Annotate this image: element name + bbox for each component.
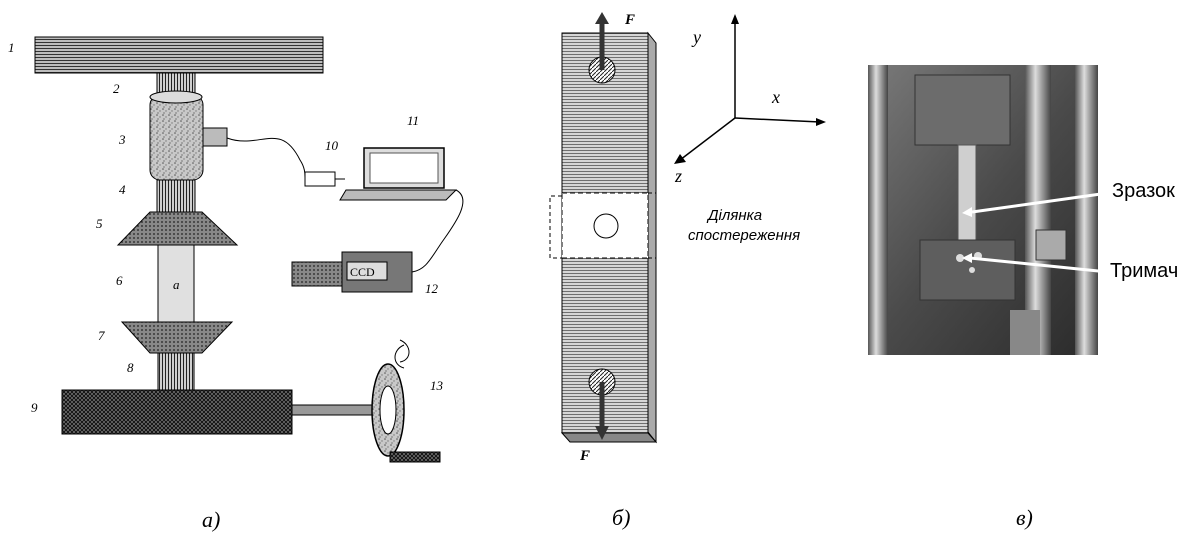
label-5: 5	[96, 216, 103, 231]
caption-a: а)	[202, 507, 221, 532]
lower-grip	[120, 321, 234, 354]
label-10: 10	[325, 138, 339, 153]
label-3: 3	[118, 132, 126, 147]
photo-specimen	[957, 144, 977, 251]
region-label-1: Ділянка	[706, 207, 762, 224]
label-6: 6	[116, 273, 123, 288]
panel-b-diagram: F F y x z Ділянка спостереження	[549, 12, 826, 464]
force-label-bottom: F	[579, 448, 590, 464]
force-label-top: F	[624, 12, 635, 28]
camera-label: CCD	[350, 265, 375, 279]
axis-z-label: z	[674, 166, 682, 186]
axis-x-label: x	[771, 87, 780, 107]
load-cell-connector	[202, 127, 228, 147]
drive-shaft	[291, 404, 373, 416]
caption-b: б)	[612, 505, 631, 530]
panel-c-photo: Зразок Тримач	[868, 65, 1178, 355]
coordinate-axes	[674, 14, 826, 164]
label-4: 4	[119, 182, 126, 197]
caption-c: в)	[1016, 505, 1033, 530]
upper-grip	[116, 211, 239, 246]
ccd-camera	[291, 251, 413, 293]
label-specimen: Зразок	[1112, 180, 1175, 202]
laptop	[339, 147, 458, 201]
label-9: 9	[31, 400, 38, 415]
photo-lower-holder	[919, 239, 1016, 301]
label-13: 13	[430, 378, 444, 393]
label-11: 11	[407, 113, 419, 128]
handwheel	[371, 339, 441, 463]
label-7: 7	[98, 328, 105, 343]
photo-upper-holder	[914, 74, 1011, 146]
pointer-specimen	[971, 191, 1109, 214]
amplifier-box	[304, 171, 336, 187]
label-holder: Тримач	[1110, 260, 1178, 282]
center-hole	[593, 213, 619, 239]
base-rod	[157, 352, 195, 391]
lower-rod	[156, 179, 196, 213]
panel-a-diagram: a CCD 1 2 3 4 5 6 7 8 9 10 11 12 13	[8, 36, 464, 463]
specimen-mark: a	[173, 277, 180, 292]
load-cell	[149, 94, 204, 181]
label-12: 12	[425, 281, 439, 296]
region-label-2: спостереження	[688, 227, 800, 244]
top-crosshead	[34, 36, 324, 74]
label-2: 2	[113, 81, 120, 96]
label-1: 1	[8, 40, 15, 55]
machine-base	[61, 389, 293, 435]
pointer-holder	[969, 256, 1109, 274]
axis-y-label: y	[691, 27, 701, 47]
label-8: 8	[127, 360, 134, 375]
